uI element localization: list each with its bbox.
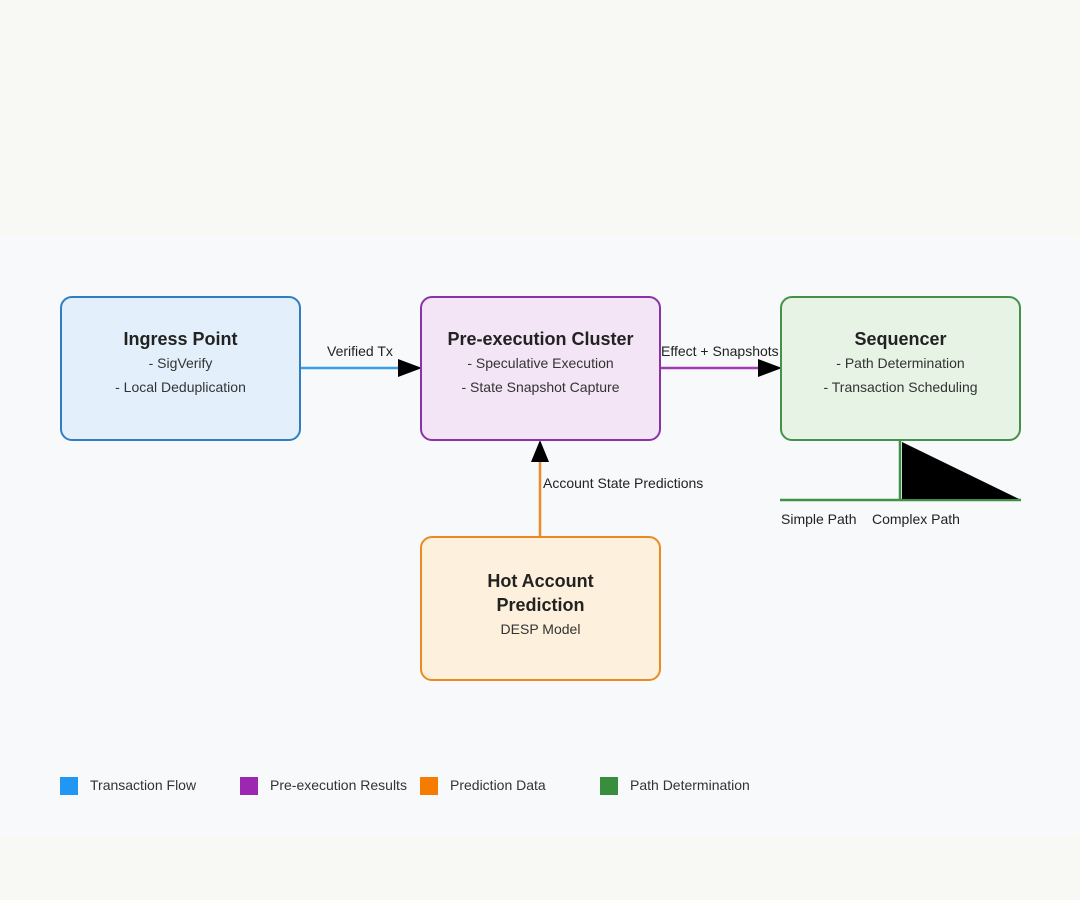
preexecution-cluster-line-1: - Speculative Execution xyxy=(467,355,614,371)
simple-path-label: Simple Path xyxy=(781,511,857,527)
ingress-point-line-2: - Local Deduplication xyxy=(115,379,246,395)
predictions-arrowhead xyxy=(531,440,549,462)
preexecution-cluster-line-2: - State Snapshot Capture xyxy=(461,379,620,395)
path-split-wedge xyxy=(902,442,1019,499)
hot-account-prediction-box: Hot Account Prediction DESP Model xyxy=(420,536,661,681)
effect-snapshots-arrowhead xyxy=(758,359,782,377)
legend-swatch-transaction-flow xyxy=(60,777,78,795)
sequencer-box: Sequencer - Path Determination - Transac… xyxy=(780,296,1021,441)
hot-account-prediction-title-1: Hot Account xyxy=(487,571,594,591)
account-state-predictions-label: Account State Predictions xyxy=(543,475,704,491)
legend-swatch-preexecution-results xyxy=(240,777,258,795)
sequencer-line-2: - Transaction Scheduling xyxy=(823,379,978,395)
complex-path-label: Complex Path xyxy=(872,511,960,527)
ingress-point-line-1: - SigVerify xyxy=(148,355,213,371)
ingress-point-box: Ingress Point - SigVerify - Local Dedupl… xyxy=(60,296,301,441)
legend-label-transaction-flow: Transaction Flow xyxy=(90,777,197,793)
legend-label-preexecution-results: Pre-execution Results xyxy=(270,777,407,793)
ingress-point-title: Ingress Point xyxy=(123,329,238,349)
effect-snapshots-label: Effect + Snapshots xyxy=(661,343,779,359)
legend-swatch-path-determination xyxy=(600,777,618,795)
legend-label-prediction-data: Prediction Data xyxy=(450,777,546,793)
sequencer-title: Sequencer xyxy=(854,329,947,349)
verified-tx-arrowhead xyxy=(398,359,422,377)
hot-account-prediction-title-2: Prediction xyxy=(496,595,585,615)
legend-swatch-prediction-data xyxy=(420,777,438,795)
preexecution-cluster-title: Pre-execution Cluster xyxy=(447,329,634,349)
legend-label-path-determination: Path Determination xyxy=(630,777,750,793)
preexecution-cluster-box: Pre-execution Cluster - Speculative Exec… xyxy=(420,296,661,441)
hot-account-prediction-line-1: DESP Model xyxy=(500,621,581,637)
sequencer-line-1: - Path Determination xyxy=(836,355,965,371)
verified-tx-label: Verified Tx xyxy=(327,343,393,359)
